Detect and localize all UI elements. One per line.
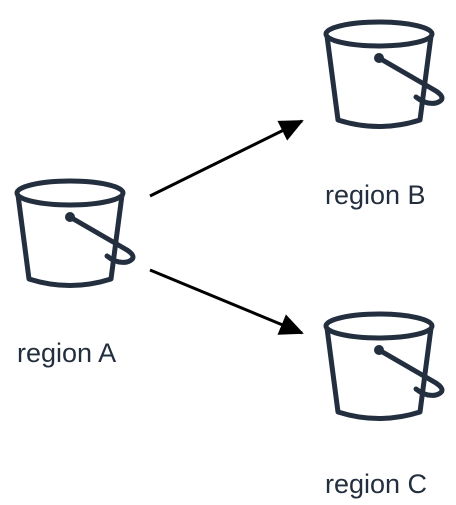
bucket-c-icon [326, 314, 442, 419]
region-b-label: region B [325, 180, 426, 210]
region-c-label: region C [325, 469, 428, 499]
bucket-b-icon [326, 22, 442, 127]
region-a-label: region A [17, 338, 117, 368]
bucket-a-icon [17, 181, 133, 286]
arrow-a-to-c [149, 268, 304, 335]
arrow-a-to-b [149, 119, 304, 198]
